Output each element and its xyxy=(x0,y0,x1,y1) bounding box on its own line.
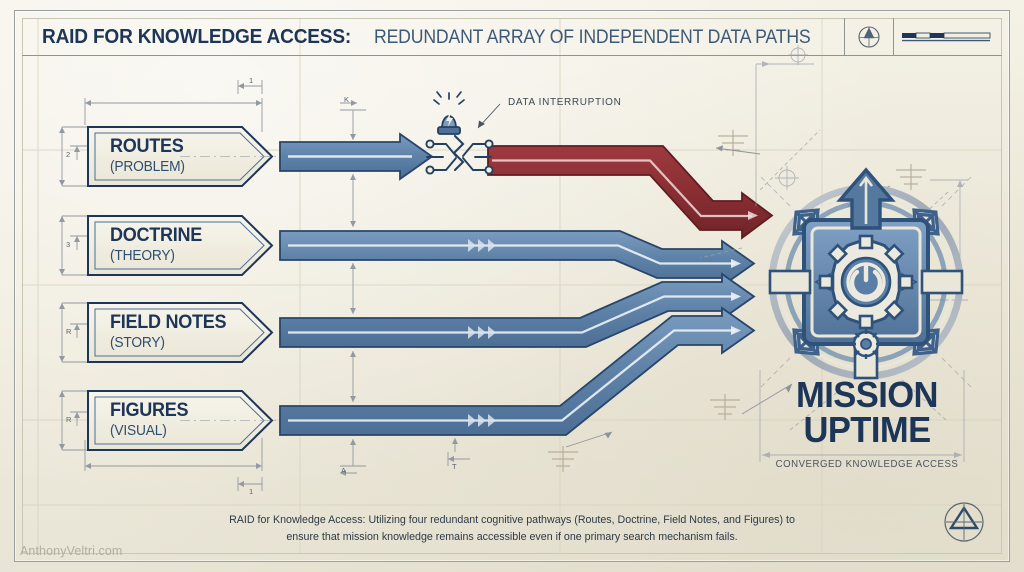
scale-bar-icon xyxy=(902,32,991,41)
path-label-subtitle: (PROBLEM) xyxy=(110,159,185,175)
path-label-subtitle: (THEORY) xyxy=(110,248,175,264)
dim-marker-k: K xyxy=(344,95,350,104)
path-label-subtitle: (VISUAL) xyxy=(110,423,167,439)
hub-subtitle: CONVERGED KNOWLEDGE ACCESS xyxy=(775,458,959,470)
watermark: AnthonyVeltri.com xyxy=(20,544,123,558)
flow-chevrons-figures xyxy=(468,414,496,427)
path-label-title: FIGURES xyxy=(110,400,189,421)
dim-marker-routes: 2 xyxy=(66,150,71,159)
footer-compass-icon xyxy=(944,502,984,542)
compass-rose-icon xyxy=(858,25,880,48)
data-interruption-leader xyxy=(477,103,501,129)
emblem-diamonds xyxy=(792,208,940,356)
dim-marker-top: 1 xyxy=(249,76,254,85)
dimension-lines-left xyxy=(59,126,88,451)
path-field-notes xyxy=(279,272,756,348)
emblem-cardinal-bars xyxy=(768,184,964,380)
path-label-subtitle: (STORY) xyxy=(110,335,165,351)
dim-marker-t: T xyxy=(452,462,457,471)
hub-headline-line1: MISSION xyxy=(796,374,938,415)
broken-circuit-icon xyxy=(425,134,494,175)
emblem-inward-arrows xyxy=(814,272,918,292)
caption-line-2: Figures) to ensure that mission knowledg… xyxy=(286,514,795,544)
title-subtitle: REDUNDANT ARRAY OF INDEPENDENT DATA PATH… xyxy=(374,26,811,48)
mission-uptime-emblem-icon xyxy=(757,167,975,391)
title-bar: RAID FOR KNOWLEDGE ACCESS: REDUNDANT ARR… xyxy=(22,17,1002,56)
dimension-lines-top xyxy=(84,80,263,132)
emblem-small-gear xyxy=(851,329,881,359)
path-label-figures[interactable]: FIGURES (VISUAL) xyxy=(88,390,272,452)
path-label-title: FIELD NOTES xyxy=(110,312,227,333)
hub-headline-line2: UPTIME xyxy=(803,408,931,450)
dim-marker-doctrine: 3 xyxy=(66,240,71,249)
dim-marker-figures: R xyxy=(66,415,72,424)
dim-marker-field-notes: R xyxy=(66,327,72,336)
path-label-routes[interactable]: ROUTES (PROBLEM) xyxy=(88,126,272,188)
data-interruption-label: DATA INTERRUPTION xyxy=(508,96,622,108)
path-routes xyxy=(279,132,774,240)
emblem-up-arrow xyxy=(836,167,896,230)
power-gear-icon xyxy=(818,234,914,330)
path-label-doctrine[interactable]: DOCTRINE (THEORY) xyxy=(88,215,272,277)
path-label-title: ROUTES xyxy=(110,136,184,157)
title-compass-cell xyxy=(843,17,893,56)
path-doctrine xyxy=(279,230,756,288)
flow-chevrons-doctrine xyxy=(468,239,496,252)
footer-caption: RAID for Knowledge Access: Utilizing fou… xyxy=(221,512,803,546)
path-label-title: DOCTRINE xyxy=(110,225,202,246)
path-label-field-notes[interactable]: FIELD NOTES (STORY) xyxy=(88,302,272,364)
drawing-frame-outer xyxy=(14,10,1010,562)
title-scale-cell xyxy=(893,17,1002,56)
hub-headline: MISSION UPTIME xyxy=(762,374,972,450)
alarm-beacon-icon xyxy=(433,91,465,135)
dimension-chain-center xyxy=(340,100,470,476)
caption-line-1: RAID for Knowledge Access: Utilizing fou… xyxy=(229,514,741,526)
path-figures xyxy=(279,306,756,436)
flow-chevrons-field-notes xyxy=(468,326,496,339)
title-main: RAID FOR KNOWLEDGE ACCESS: xyxy=(42,24,352,48)
page-title: RAID FOR KNOWLEDGE ACCESS: REDUNDANT ARR… xyxy=(22,25,844,49)
dim-marker-bottom: 1 xyxy=(249,487,254,496)
dim-marker-a: A xyxy=(341,466,347,475)
